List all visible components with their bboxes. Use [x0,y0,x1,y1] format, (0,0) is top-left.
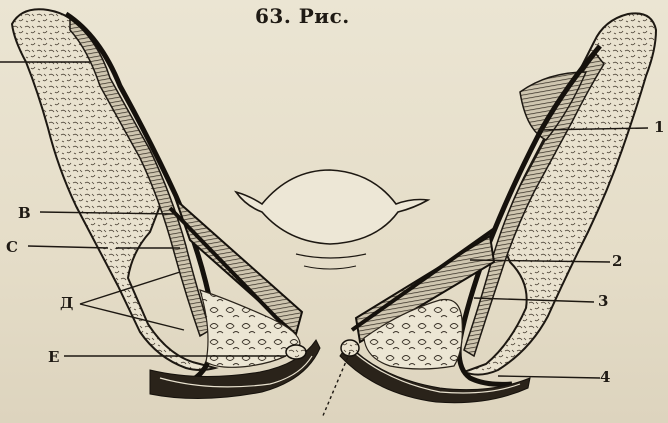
label-e: Е [48,348,59,366]
label-3: 3 [598,292,608,310]
center-lens [236,170,428,269]
figure-title: 63. Рис. [255,4,350,28]
label-1: 1 [654,118,664,136]
label-b: В [18,204,31,222]
label-d: Д [60,294,73,312]
label-c: С [6,238,18,256]
left-nodule [286,345,306,359]
left-bone [12,9,215,370]
right-bone [464,13,656,374]
label-4: 4 [600,368,610,386]
label-2: 2 [612,252,622,270]
